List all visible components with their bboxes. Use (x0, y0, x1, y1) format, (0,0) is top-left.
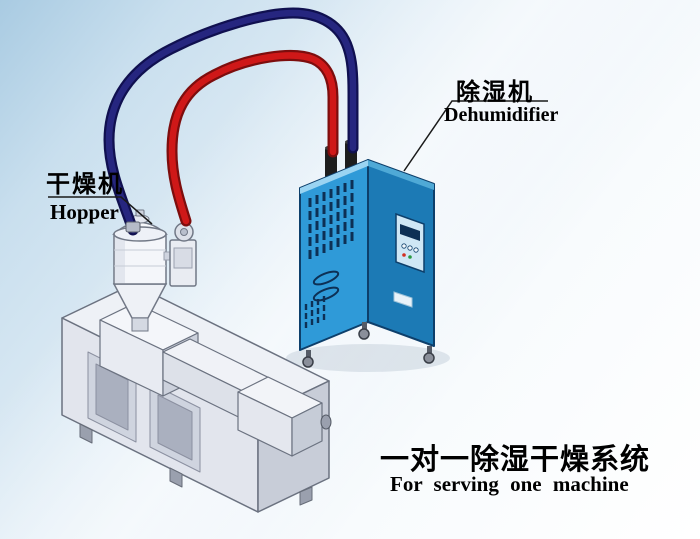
die-head-side (291, 402, 323, 457)
dryer-blower-hub (180, 228, 188, 236)
control-panel (395, 212, 425, 274)
hopper-neck (131, 317, 149, 332)
oval-vent-2 (312, 286, 340, 302)
leader-lines (48, 100, 548, 225)
dehumidifier-unit (286, 139, 450, 372)
machine-front-vent-2 (157, 394, 193, 461)
panel-indicator-red (402, 253, 406, 257)
dehumidifier-leader-line (403, 100, 548, 172)
caster-stem-3 (427, 346, 432, 354)
vent-slats-upper (308, 180, 354, 259)
caster-wheel-3 (423, 352, 435, 364)
system-title-en: For serving one machine (390, 472, 629, 496)
system-title-cn: 一对一除湿干燥系统 (380, 444, 651, 476)
caster-stem-1 (306, 350, 311, 358)
return-air-pipe-blue (105, 9, 357, 234)
panel-button-1 (401, 243, 407, 249)
hopper-leader-line (48, 196, 153, 225)
caster-wheel-2 (358, 328, 370, 340)
dry-air-pipe-red (168, 52, 337, 225)
dryer-unit-panel (173, 247, 193, 269)
panel-button-2 (407, 245, 413, 251)
dehumidifier-top-edge-side (368, 160, 434, 190)
machine-foot-2 (169, 467, 183, 488)
hopper-body-shade (115, 235, 125, 283)
panel-button-3 (413, 247, 419, 253)
dehumidifier-top-edge-front (300, 160, 368, 194)
machine-foot-3 (299, 486, 313, 506)
die-nozzle (320, 414, 332, 430)
dehumidifier-shadow (286, 344, 450, 372)
caster-wheel-1 (302, 356, 314, 368)
side-label-sticker (393, 291, 413, 308)
hopper-dryer (112, 209, 197, 332)
hopper-pipe-fitting (125, 221, 141, 233)
control-display (400, 224, 420, 241)
vent-slats-lower (304, 296, 326, 328)
air-pipes (103, 7, 359, 236)
oval-vent-1 (312, 270, 340, 286)
dehumidifier-label-en: Dehumidifier (444, 104, 559, 126)
caster-stem-2 (362, 322, 367, 330)
panel-indicator-green (408, 255, 412, 259)
dryer-label-cn: 干燥机 (46, 171, 124, 198)
machine-foot-1 (79, 423, 93, 444)
dehumidifier-label-cn: 除湿机 (456, 79, 534, 106)
dryer-label-en: Hopper (50, 200, 119, 224)
extruder-machine (61, 283, 332, 513)
